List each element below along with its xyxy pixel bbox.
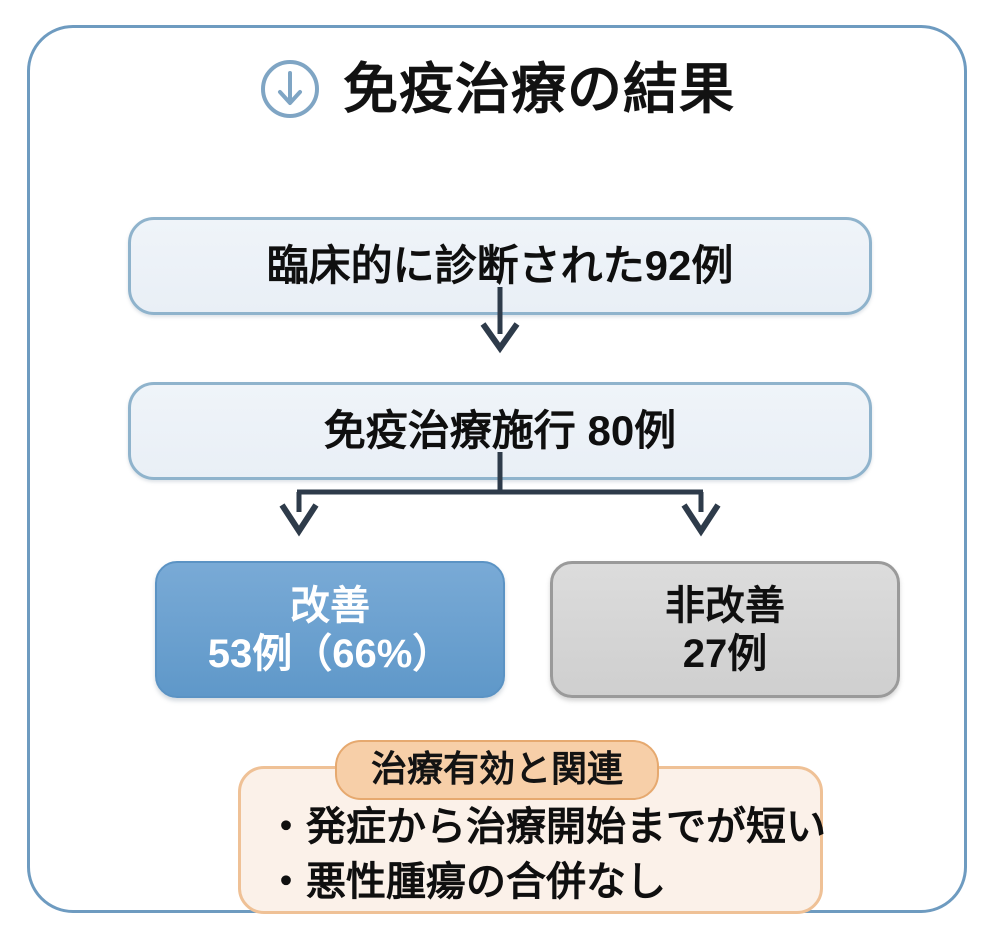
note-pill-label: 治療有効と関連 xyxy=(334,740,660,801)
diagram-card: 免疫治療の結果 臨床的に診断された92例 免疫治療施行 80例 改善 53例（6… xyxy=(27,25,967,914)
note-list-item: ・発症から治療開始までが短い xyxy=(266,805,826,849)
flow-node-not-improved-value: 27例 xyxy=(682,631,768,676)
flow-node-improved: 改善 53例（66%） xyxy=(155,561,505,698)
circle-down-arrow-icon xyxy=(260,60,319,118)
flow-node-not-improved: 非改善 27例 xyxy=(550,561,900,698)
flow-node-treated: 免疫治療施行 80例 xyxy=(128,382,872,480)
flow-node-diagnosed-label: 臨床的に診断された92例 xyxy=(266,241,734,289)
flow-node-treated-label: 免疫治療施行 80例 xyxy=(323,406,677,454)
flow-node-improved-title: 改善 xyxy=(290,583,370,628)
flow-node-improved-value: 53例（66%） xyxy=(207,631,453,676)
note-list: ・発症から治療開始までが短い ・悪性腫瘍の合併なし xyxy=(266,800,826,910)
title-row: 免疫治療の結果 xyxy=(30,58,964,120)
flow-node-not-improved-title: 非改善 xyxy=(665,583,785,628)
page-title: 免疫治療の結果 xyxy=(342,57,735,120)
flow-node-diagnosed: 臨床的に診断された92例 xyxy=(128,217,872,315)
note-list-item: ・悪性腫瘍の合併なし xyxy=(266,860,666,905)
